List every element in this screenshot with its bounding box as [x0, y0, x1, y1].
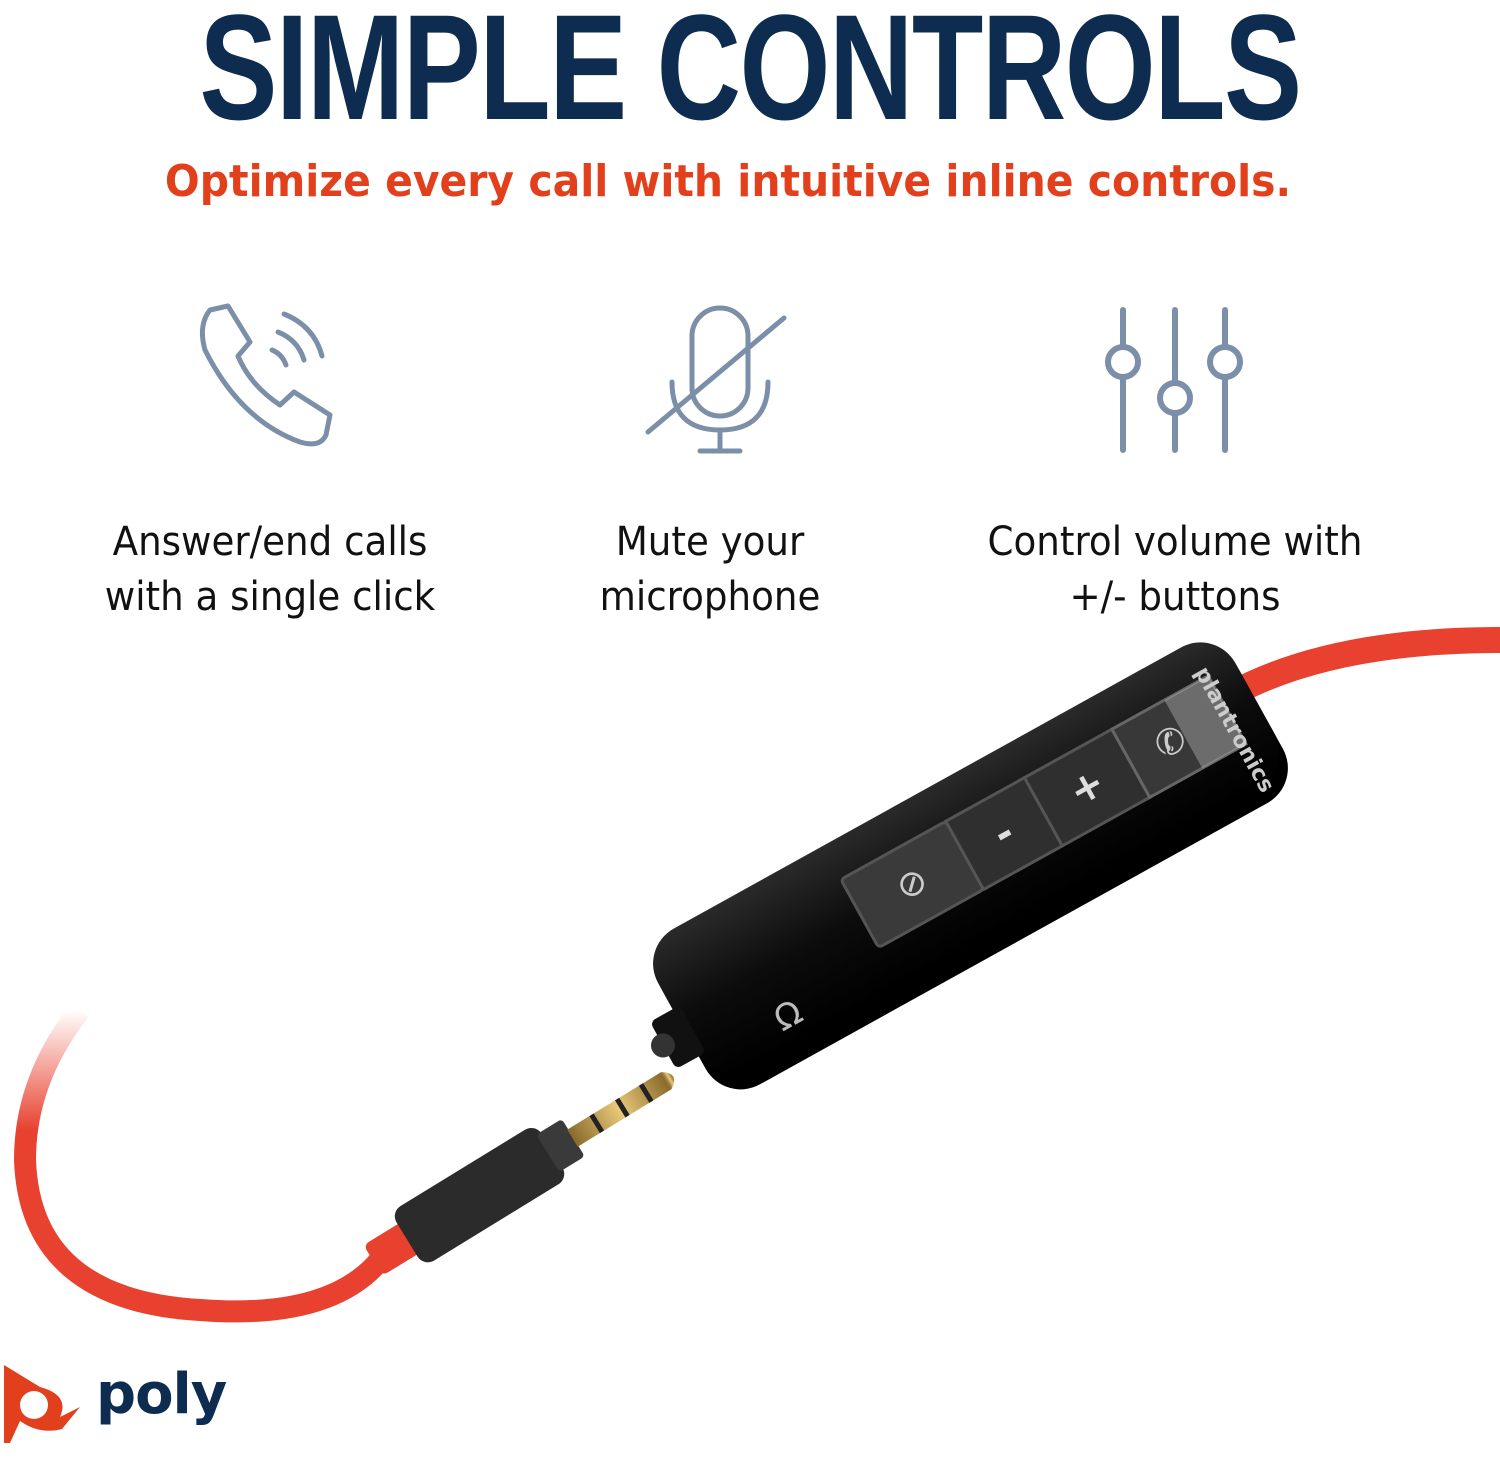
call-button[interactable]: ✆	[1109, 673, 1248, 800]
volume-up-button[interactable]: +	[1022, 727, 1152, 848]
phone-ringing-icon	[199, 303, 333, 447]
inline-controller: ⊘ - + ✆ Ω plantronics	[650, 642, 1288, 1090]
page-subtitle: Optimize every call with intuitive inlin…	[164, 156, 1292, 207]
cable-right	[1223, 627, 1500, 707]
cable-left	[13, 1003, 389, 1323]
poly-logo	[4, 1365, 80, 1443]
logo-text: poly	[96, 1362, 227, 1427]
page-title: SIMPLE CONTROLS	[199, 0, 1302, 151]
sliders-icon	[1105, 307, 1243, 453]
audio-jack-plug	[365, 1072, 674, 1274]
feature-volume: Control volume with+/- buttons	[935, 290, 1415, 625]
mute-button[interactable]: ⊘	[840, 821, 984, 948]
microphone-muted-icon	[645, 305, 787, 454]
feature-label: Control volume with+/- buttons	[987, 519, 1363, 620]
